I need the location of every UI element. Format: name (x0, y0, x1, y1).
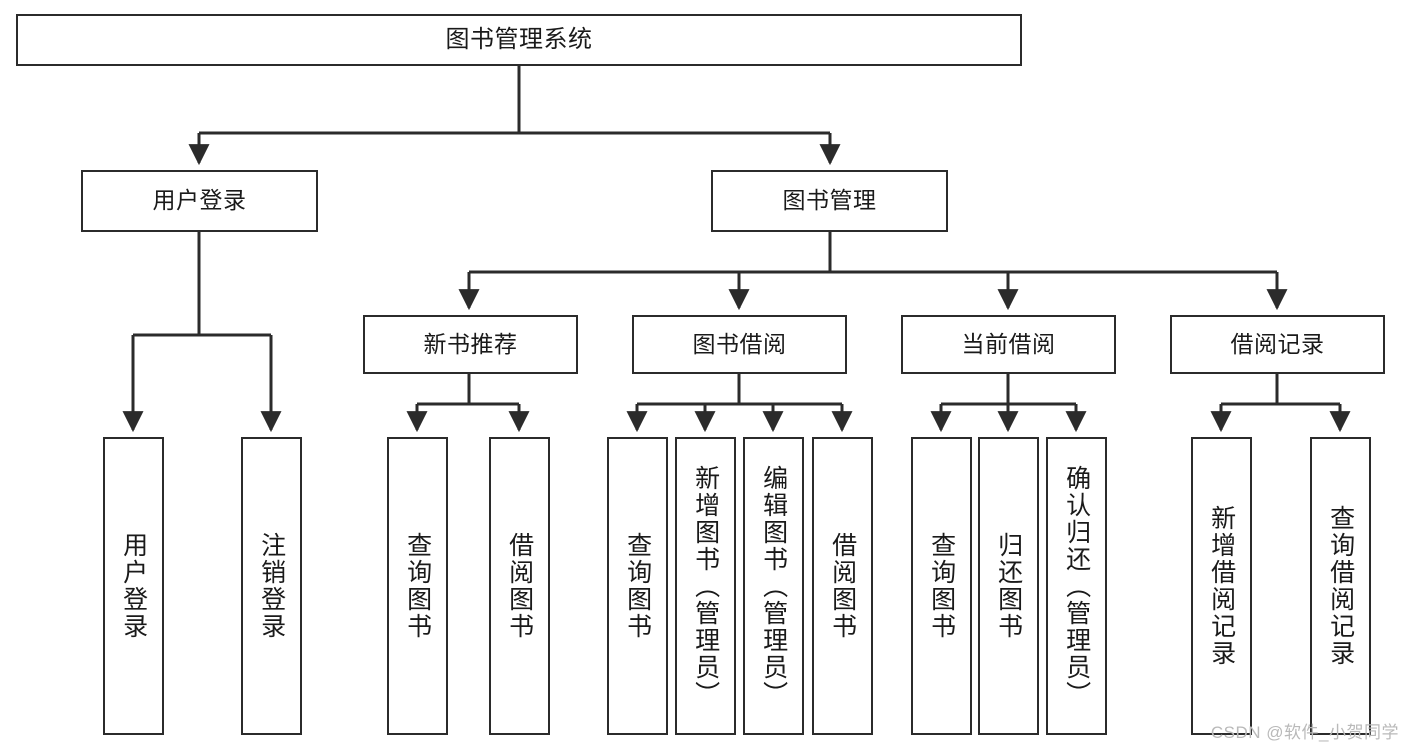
node-label: 新增借阅记录 (1207, 505, 1236, 667)
node-label: 确认归还（管理员） (1062, 464, 1091, 708)
node-label: 用户登录 (152, 187, 247, 214)
watermark-text: CSDN @软件_小贺同学 (1210, 723, 1399, 742)
node-label: 归还图书 (994, 532, 1023, 640)
node-label: 用户登录 (119, 532, 148, 640)
leaf-current-borrow-query[interactable]: 查询图书 (911, 437, 972, 735)
node-label: 注销登录 (257, 532, 286, 640)
leaf-book-borrow-edit[interactable]: 编辑图书（管理员） (743, 437, 804, 735)
node-label: 图书管理 (782, 187, 877, 214)
node-label: 借阅图书 (505, 532, 534, 640)
node-label: 新增图书（管理员） (691, 464, 720, 708)
node-current-borrow[interactable]: 当前借阅 (901, 315, 1116, 374)
node-user-login[interactable]: 用户登录 (81, 170, 318, 232)
leaf-current-borrow-confirm-return[interactable]: 确认归还（管理员） (1046, 437, 1107, 735)
leaf-borrow-record-query[interactable]: 查询借阅记录 (1310, 437, 1371, 735)
node-label: 编辑图书（管理员） (759, 464, 788, 708)
leaf-user-login-logout[interactable]: 注销登录 (241, 437, 302, 735)
leaf-book-borrow-borrow[interactable]: 借阅图书 (812, 437, 873, 735)
node-label: 新书推荐 (423, 330, 518, 357)
node-book-borrow[interactable]: 图书借阅 (632, 315, 847, 374)
node-book-manage[interactable]: 图书管理 (711, 170, 948, 232)
node-label: 借阅记录 (1230, 330, 1325, 357)
node-root-system[interactable]: 图书管理系统 (16, 14, 1022, 66)
leaf-current-borrow-return[interactable]: 归还图书 (978, 437, 1039, 735)
node-label: 当前借阅 (961, 330, 1056, 357)
leaf-book-borrow-add[interactable]: 新增图书（管理员） (675, 437, 736, 735)
node-label: 查询借阅记录 (1326, 505, 1355, 667)
leaf-user-login-login[interactable]: 用户登录 (103, 437, 164, 735)
node-label: 查询图书 (927, 532, 956, 640)
node-label: 查询图书 (623, 532, 652, 640)
node-label: 查询图书 (403, 532, 432, 640)
leaf-new-book-query[interactable]: 查询图书 (387, 437, 448, 735)
leaf-borrow-record-add[interactable]: 新增借阅记录 (1191, 437, 1252, 735)
leaf-new-book-borrow[interactable]: 借阅图书 (489, 437, 550, 735)
node-label: 借阅图书 (828, 532, 857, 640)
node-borrow-record[interactable]: 借阅记录 (1170, 315, 1385, 374)
leaf-book-borrow-query[interactable]: 查询图书 (607, 437, 668, 735)
node-label: 图书借阅 (692, 330, 787, 357)
node-new-book-recommend[interactable]: 新书推荐 (363, 315, 578, 374)
node-label: 图书管理系统 (445, 25, 593, 53)
